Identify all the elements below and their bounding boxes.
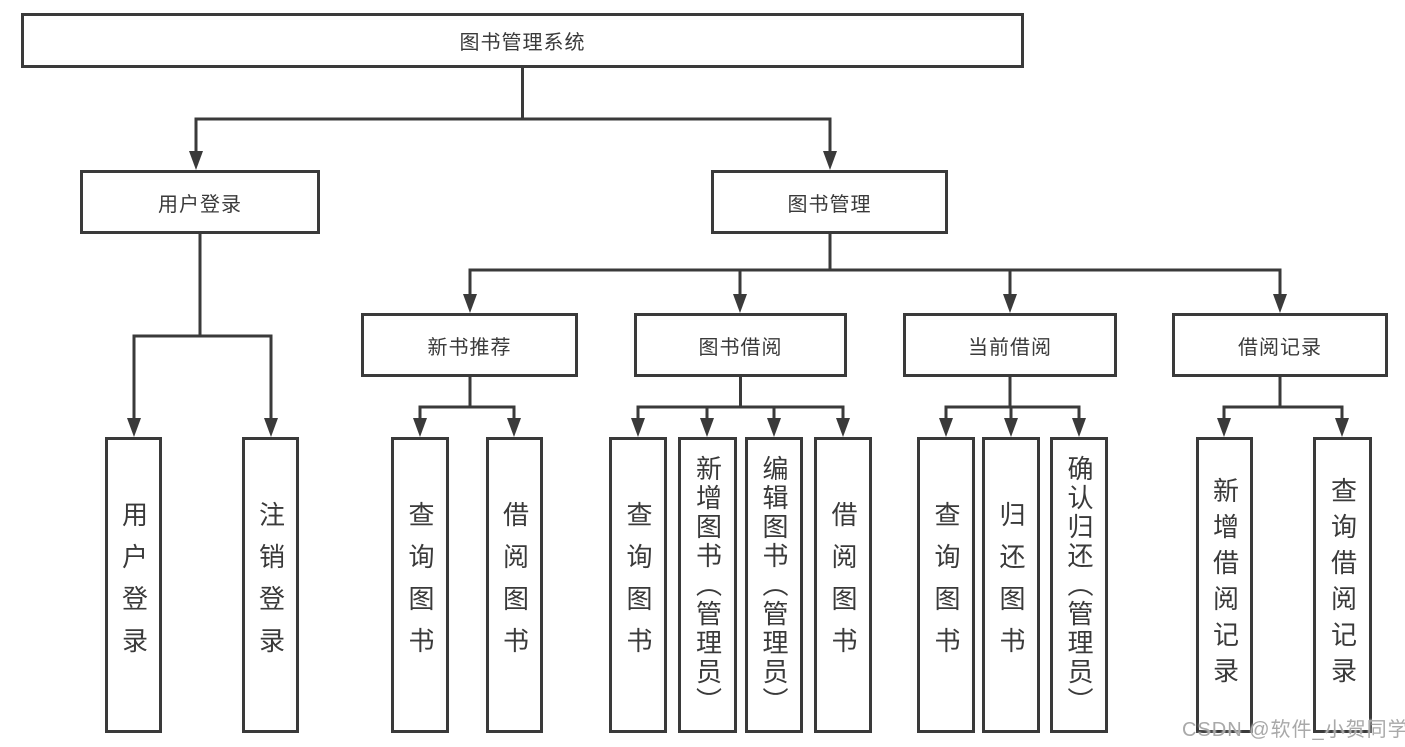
node-query-borrow-record: 查询借阅记录 (1313, 437, 1372, 733)
node-login: 用户登录 (105, 437, 162, 733)
node-label: 借阅记录 (1238, 336, 1322, 359)
node-current-borrowing: 当前借阅 (903, 313, 1117, 377)
node-label: 新书推荐 (427, 336, 512, 359)
node-label: 借阅图书 (828, 501, 858, 669)
node-borrow-books-1: 借阅图书 (486, 437, 543, 733)
csdn-watermark: CSDN @软件_小贺同学 (1182, 719, 1405, 741)
node-borrow-books-2: 借阅图书 (814, 437, 872, 733)
node-confirm-return-admin: 确认归还（管理员） (1050, 437, 1108, 733)
node-label: 当前借阅 (968, 336, 1052, 359)
node-query-books-2: 查询图书 (609, 437, 667, 733)
node-return-books: 归还图书 (982, 437, 1040, 733)
node-label: 新增借阅记录 (1209, 477, 1240, 693)
node-book-management: 图书管理 (711, 170, 948, 234)
node-label: 图书借阅 (698, 336, 783, 359)
node-query-books-3: 查询图书 (917, 437, 975, 733)
node-label: 用户登录 (118, 501, 149, 669)
node-logout: 注销登录 (242, 437, 299, 733)
node-add-books-admin: 新增图书（管理员） (678, 437, 737, 733)
node-borrowing-records: 借阅记录 (1172, 313, 1388, 377)
node-label: 新增图书（管理员） (692, 454, 723, 716)
node-label: 查询图书 (931, 501, 961, 669)
node-user-login-group: 用户登录 (80, 170, 320, 234)
node-label: 归还图书 (996, 501, 1026, 669)
node-library-system: 图书管理系统 (21, 13, 1024, 68)
node-label: 编辑图书（管理员） (759, 454, 789, 716)
node-label: 图书管理 (787, 193, 872, 216)
node-label: 图书管理系统 (459, 32, 586, 54)
node-label: 借阅图书 (499, 501, 530, 669)
node-query-books-1: 查询图书 (391, 437, 449, 733)
node-label: 确认归还（管理员） (1064, 454, 1094, 716)
node-edit-books-admin: 编辑图书（管理员） (745, 437, 803, 733)
node-new-book-recommend: 新书推荐 (361, 313, 578, 377)
node-label: 注销登录 (255, 501, 286, 669)
arrowheads (127, 151, 1349, 437)
node-book-borrowing: 图书借阅 (634, 313, 847, 377)
node-label: 查询图书 (405, 501, 435, 669)
node-label: 用户登录 (158, 193, 242, 216)
node-label: 查询借阅记录 (1327, 477, 1358, 693)
node-add-borrow-record: 新增借阅记录 (1196, 437, 1253, 733)
node-label: 查询图书 (623, 501, 653, 669)
